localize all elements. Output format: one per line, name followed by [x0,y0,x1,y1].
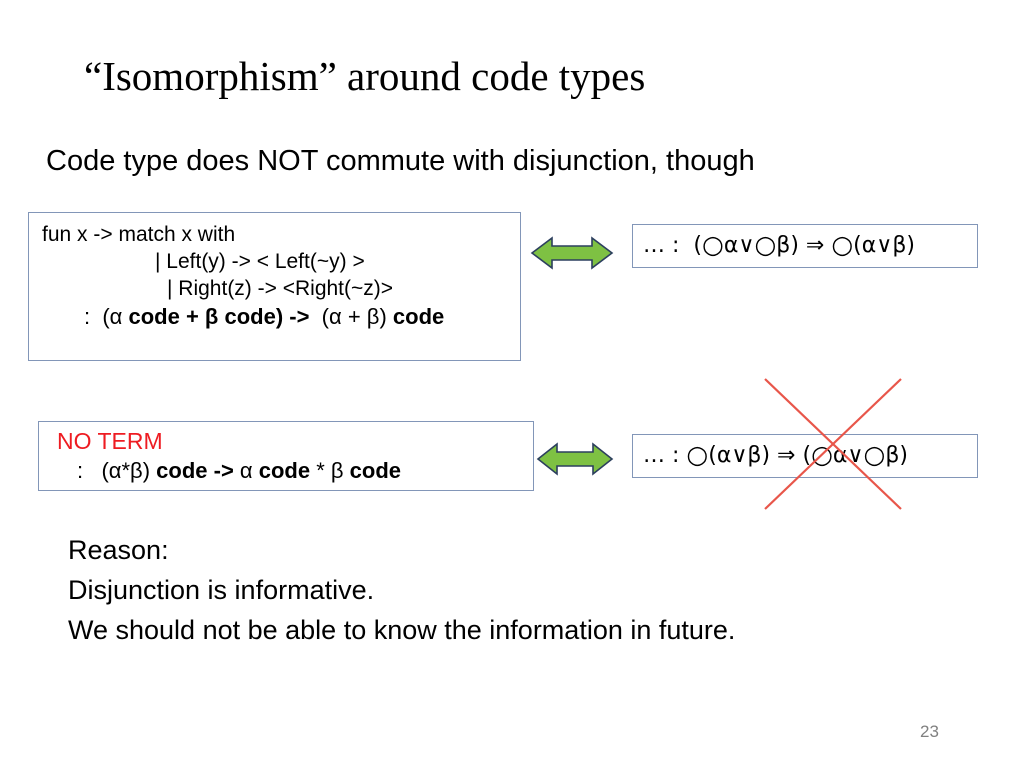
type-mid-1: + β [179,304,225,329]
type-keyword-code-3: code [392,304,445,329]
type-prefix: : (α*β) [77,458,157,483]
formula-implies: ) ⇒ [790,233,832,258]
formula-or-1: ∨ [738,233,755,258]
code-term-box: fun x -> match x with | Left(y) -> < Lef… [28,212,521,361]
formula-tail: (α∨β) [853,233,915,258]
circle-modal-icon-b: ○ [811,440,833,469]
code-line-2: | Left(y) -> < Left(~y) > [155,250,365,273]
formula-alpha: α [832,443,848,468]
circle-modal-icon-c: ○ [831,230,854,259]
type-keyword-code-3: code [349,458,402,483]
type-keyword-code-2: code) -> [224,304,316,329]
double-headed-arrow-svg [536,442,614,476]
code-line-1: fun x -> match x with [42,223,236,246]
formula-box-invalid: … : ○(α∨β) ⇒ (○α∨○β) [632,434,978,478]
formula-prefix: … : ( [643,233,702,258]
double-arrow-icon-1 [530,234,614,277]
code-type-annotation: : (α code + β code) -> (α + β) code [29,302,520,332]
no-term-label: NO TERM [57,428,163,454]
reason-line-3: We should not be able to know the inform… [68,615,736,645]
type-mid-2: * β [310,458,350,483]
type-mid-2: (α + β) [315,304,393,329]
circle-modal-icon-b: ○ [754,230,777,259]
double-arrow-icon-2 [536,440,614,483]
circle-modal-icon-c: ○ [863,440,886,469]
type-keyword-code-2: code [258,458,311,483]
lead-statement: Code type does NOT commute with disjunct… [46,145,755,177]
type-keyword-code-1: code -> [156,458,240,483]
code-line-3: | Right(z) -> <Right(~z)> [167,277,394,300]
no-term-type-annotation: : (α*β) code -> α code * β code [39,456,533,486]
reason-block: Reason: Disjunction is informative. We s… [68,530,735,650]
double-headed-arrow-svg [530,236,614,270]
slide-number: 23 [920,722,939,741]
reason-line-2: Disjunction is informative. [68,575,375,605]
formula-text-1: … : (○α∨○β) ⇒ ○(α∨β) [643,232,915,260]
page-title: “Isomorphism” around code types [84,53,646,99]
reason-line-1: Reason: [68,535,169,565]
formula-head: (α∨β) ⇒ ( [708,443,812,468]
formula-tail: β) [885,443,908,468]
formula-beta: β [776,233,791,258]
formula-alpha: α [723,233,739,258]
formula-or-1: ∨ [847,443,864,468]
formula-text-2: … : ○(α∨β) ⇒ (○α∨○β) [643,442,908,470]
type-prefix: : (α [84,304,129,329]
formula-prefix: … : [643,443,687,468]
type-keyword-code-1: code [128,304,180,329]
circle-modal-icon-a: ○ [686,440,709,469]
no-term-box: NO TERM : (α*β) code -> α code * β code [38,421,534,491]
formula-box-valid: … : (○α∨○β) ⇒ ○(α∨β) [632,224,978,268]
circle-modal-icon-a: ○ [701,230,724,259]
type-mid-1: α [239,458,259,483]
